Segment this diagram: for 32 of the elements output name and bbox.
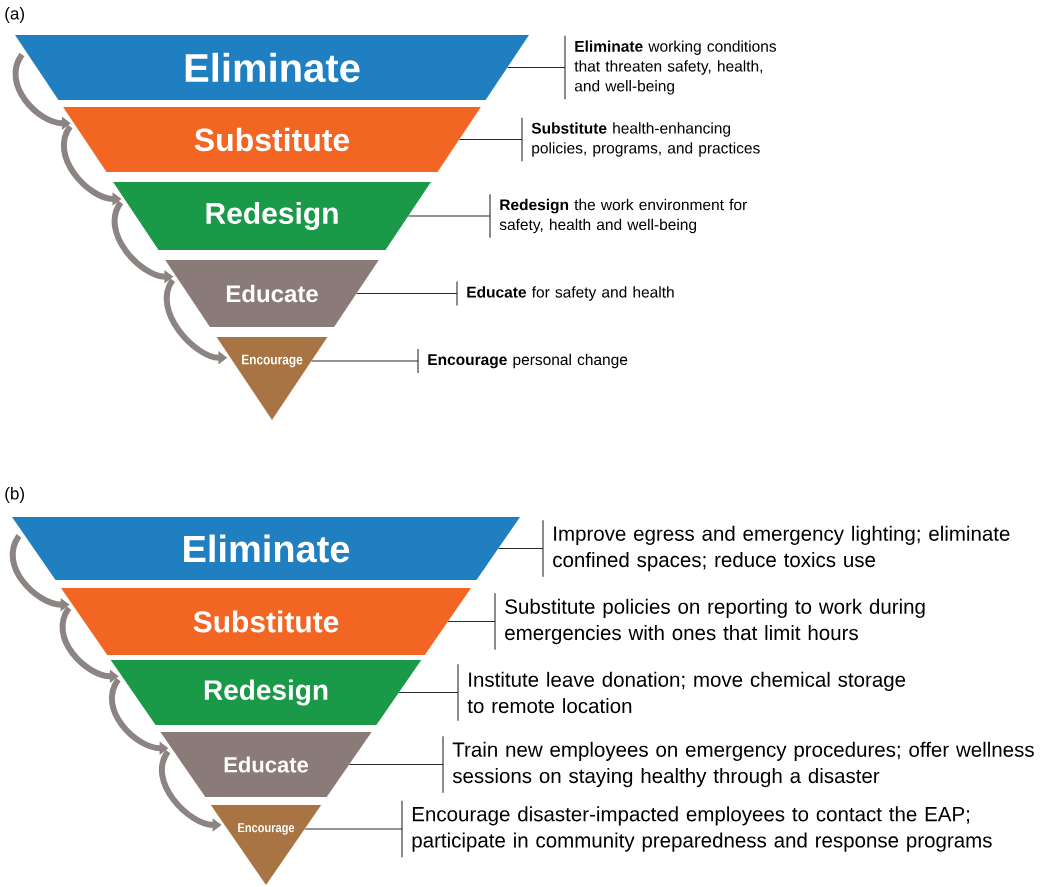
leader-line (507, 66, 566, 69)
band: Encourage (210, 805, 322, 885)
band: Eliminate (15, 35, 529, 100)
leader-line (447, 620, 496, 623)
panel-label: (a) (5, 7, 24, 23)
description-text: Institute leave donation; move chemical storage to remote location (467, 671, 906, 714)
band: Redesign (110, 660, 422, 725)
leader-line (498, 547, 544, 550)
description-text: Improve egress and emergency lighting; eliminate confined spaces; reduce toxics use (553, 525, 1010, 572)
leader-line (304, 828, 403, 830)
leader-line (458, 138, 523, 141)
leader-line (398, 691, 459, 694)
band: Educate (165, 260, 379, 327)
leader-line (311, 360, 419, 362)
band: Redesign (113, 182, 431, 250)
leader-line (356, 292, 458, 295)
band: Substitute (61, 588, 471, 655)
band: Educate (160, 732, 372, 797)
description-text: Eliminate working conditions that threaten safety, health, and well-being (574, 40, 777, 95)
panel-label: (b) (5, 487, 24, 503)
band: Eliminate (12, 517, 520, 580)
description-text: Substitute policies on reporting to work during emergencies with ones that limit hours (505, 598, 925, 645)
description-text: Substitute health-enhancing policies, programs, and practices (531, 122, 760, 157)
leader-line (348, 763, 444, 766)
description-text: Redesign the work environment for safety, health and well-being (499, 198, 747, 234)
description-text: Train new employees on emergency procedures; offer wellness sessions on staying healthy through a disaster (452, 741, 1034, 788)
band: Encourage (216, 337, 328, 420)
band: Substitute (63, 107, 481, 172)
description-text: Educate for safety and health (467, 286, 674, 301)
description-text: Encourage disaster-impacted employees to contact the EAP; participate in community preparedness and response programs (412, 806, 992, 852)
leader-line (407, 215, 491, 217)
description-text: Encourage personal change (428, 353, 628, 369)
